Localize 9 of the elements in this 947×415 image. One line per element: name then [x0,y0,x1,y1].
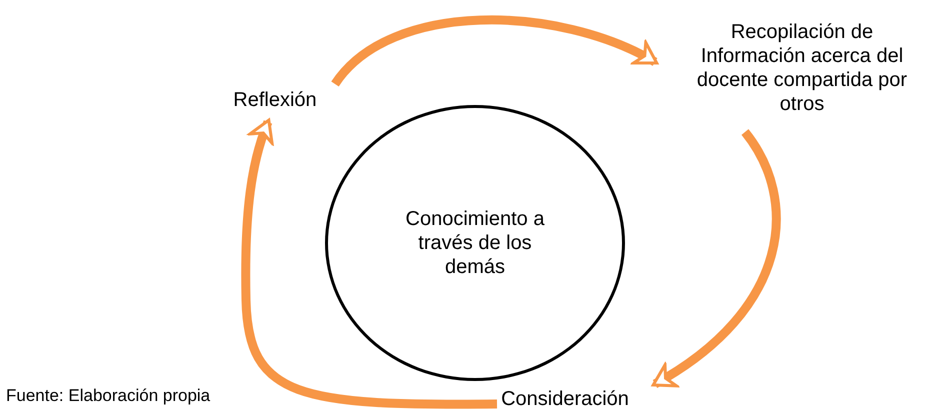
source-note: Fuente: Elaboración propia [6,386,210,406]
curved-arrow [652,129,781,388]
step-label: Reflexión [233,88,317,112]
curved-arrow [332,16,658,87]
step-label: Consideración [501,387,629,411]
ellipse-node [325,105,625,381]
center-label: Conocimiento a través de los demás [404,207,546,279]
curved-arrow [241,118,498,409]
step-label: Recopilación de Información acerca del docente compartida por otros [696,20,908,116]
